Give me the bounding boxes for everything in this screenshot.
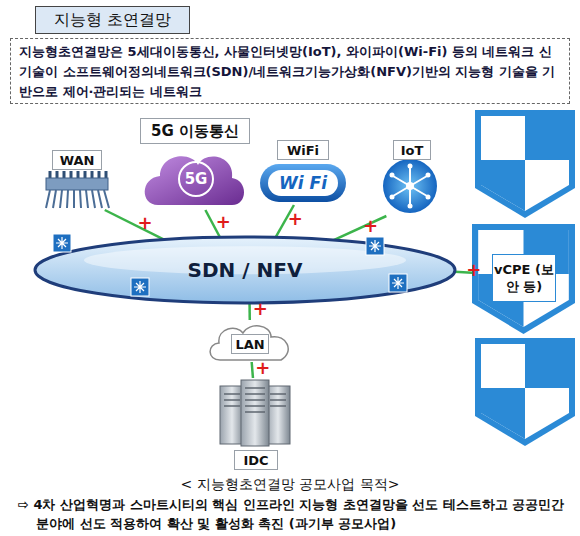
- sdn-nfv-ellipse: SDN / NFV: [33, 235, 457, 305]
- server-icon: [220, 380, 290, 446]
- switch-icon: [389, 274, 407, 292]
- switch-arrows: [56, 237, 68, 249]
- cloud-label: LAN: [231, 334, 269, 354]
- node-label: WAN: [52, 150, 102, 170]
- icon-text: Wi Fi: [268, 170, 338, 196]
- cloud-body: [210, 326, 288, 360]
- lan-cloud: LAN: [205, 320, 295, 362]
- mobile-5g-node: 5G 이동통신 5G: [135, 115, 255, 210]
- vcpe-shield: vCPE (보안 등): [472, 224, 575, 334]
- cable-strands: [46, 190, 109, 208]
- switch-icon: [53, 234, 71, 252]
- iot-dot: [390, 173, 395, 178]
- wifi-inner: [268, 170, 338, 196]
- server-slots: [224, 388, 286, 412]
- switch-arrows: [369, 240, 381, 252]
- server-tower: [266, 386, 290, 444]
- plus-sign: +: [363, 216, 378, 236]
- plus-sign: +: [255, 358, 270, 378]
- definition-text: 지능형초연결망은 5세대이동통신, 사물인터넷망(IoT), 와이파이(Wi-F…: [19, 42, 563, 102]
- shield-outer: [475, 338, 575, 446]
- green-link: [105, 210, 164, 240]
- security-shield: [475, 338, 575, 446]
- title-tab: 지능형 초연결망: [35, 6, 190, 34]
- node-label: IoT: [393, 140, 431, 160]
- fiber-cable-icon: [46, 171, 109, 208]
- node-label: WiFi: [277, 140, 329, 160]
- iot-spokes: [393, 167, 427, 205]
- iot-dot: [426, 195, 431, 200]
- icon-text: 5G: [176, 167, 216, 191]
- shield-inner: [478, 230, 569, 327]
- iot-dot: [408, 204, 413, 209]
- server-tower: [220, 386, 244, 444]
- switch-icon: [366, 237, 384, 255]
- green-link: [248, 303, 251, 320]
- plus-sign: +: [288, 209, 303, 229]
- switch-box: [389, 274, 407, 292]
- switch-icon: [131, 278, 149, 296]
- wifi-icon: [260, 164, 346, 202]
- 5g-cloud-icon: [145, 156, 244, 205]
- security-shield: [475, 110, 575, 218]
- iot-dot: [408, 164, 413, 169]
- shield-inner: [481, 344, 569, 439]
- shield-outer: [475, 110, 575, 218]
- cloud-shape: [145, 156, 244, 205]
- switch-arrows: [134, 281, 146, 293]
- shield-quadrant: [525, 116, 569, 160]
- caption: < 지능형초연결망 공모사업 목적>: [0, 476, 580, 494]
- wan-node: WAN: [38, 148, 118, 210]
- wifi-node: WiFi Wi Fi: [255, 138, 350, 205]
- iot-dot: [426, 173, 431, 178]
- shield-quadrant: [481, 160, 525, 211]
- plus-sign: +: [253, 299, 268, 319]
- note-text: ⇨ 4차 산업혁명과 스마트시티의 핵심 인프라인 지능형 초연결망을 선도 테…: [18, 495, 574, 533]
- cable-plugs: [50, 171, 106, 178]
- switch-arrows: [392, 277, 404, 289]
- node-label: 5G 이동통신: [140, 118, 250, 144]
- wifi-outer: [260, 164, 346, 202]
- iot-dot: [390, 195, 395, 200]
- shield-inner: [481, 116, 569, 211]
- shield-quadrant: [525, 344, 569, 388]
- shield-outer: [472, 224, 575, 334]
- plus-sign: +: [137, 213, 152, 233]
- ellipse-label: SDN / NFV: [33, 235, 457, 305]
- switch-box: [366, 237, 384, 255]
- idc-node: IDC: [212, 378, 300, 473]
- iot-node: IoT: [375, 138, 450, 216]
- shield-quadrant: [481, 388, 525, 439]
- green-link: [252, 362, 253, 378]
- green-link: [334, 216, 387, 240]
- switch-box: [53, 234, 71, 252]
- cable-block: [46, 178, 108, 190]
- iot-circle: [383, 159, 437, 213]
- iot-icon: [383, 159, 437, 213]
- definition-box: 지능형초연결망은 5세대이동통신, 사물인터넷망(IoT), 와이파이(Wi-F…: [10, 38, 570, 104]
- switch-box: [131, 278, 149, 296]
- iot-hub: [406, 182, 414, 190]
- server-tower: [241, 380, 269, 446]
- plus-sign: +: [466, 260, 481, 280]
- node-label: IDC: [234, 450, 278, 470]
- plus-sign: +: [216, 212, 231, 232]
- shield-label: vCPE (보안 등): [492, 254, 556, 302]
